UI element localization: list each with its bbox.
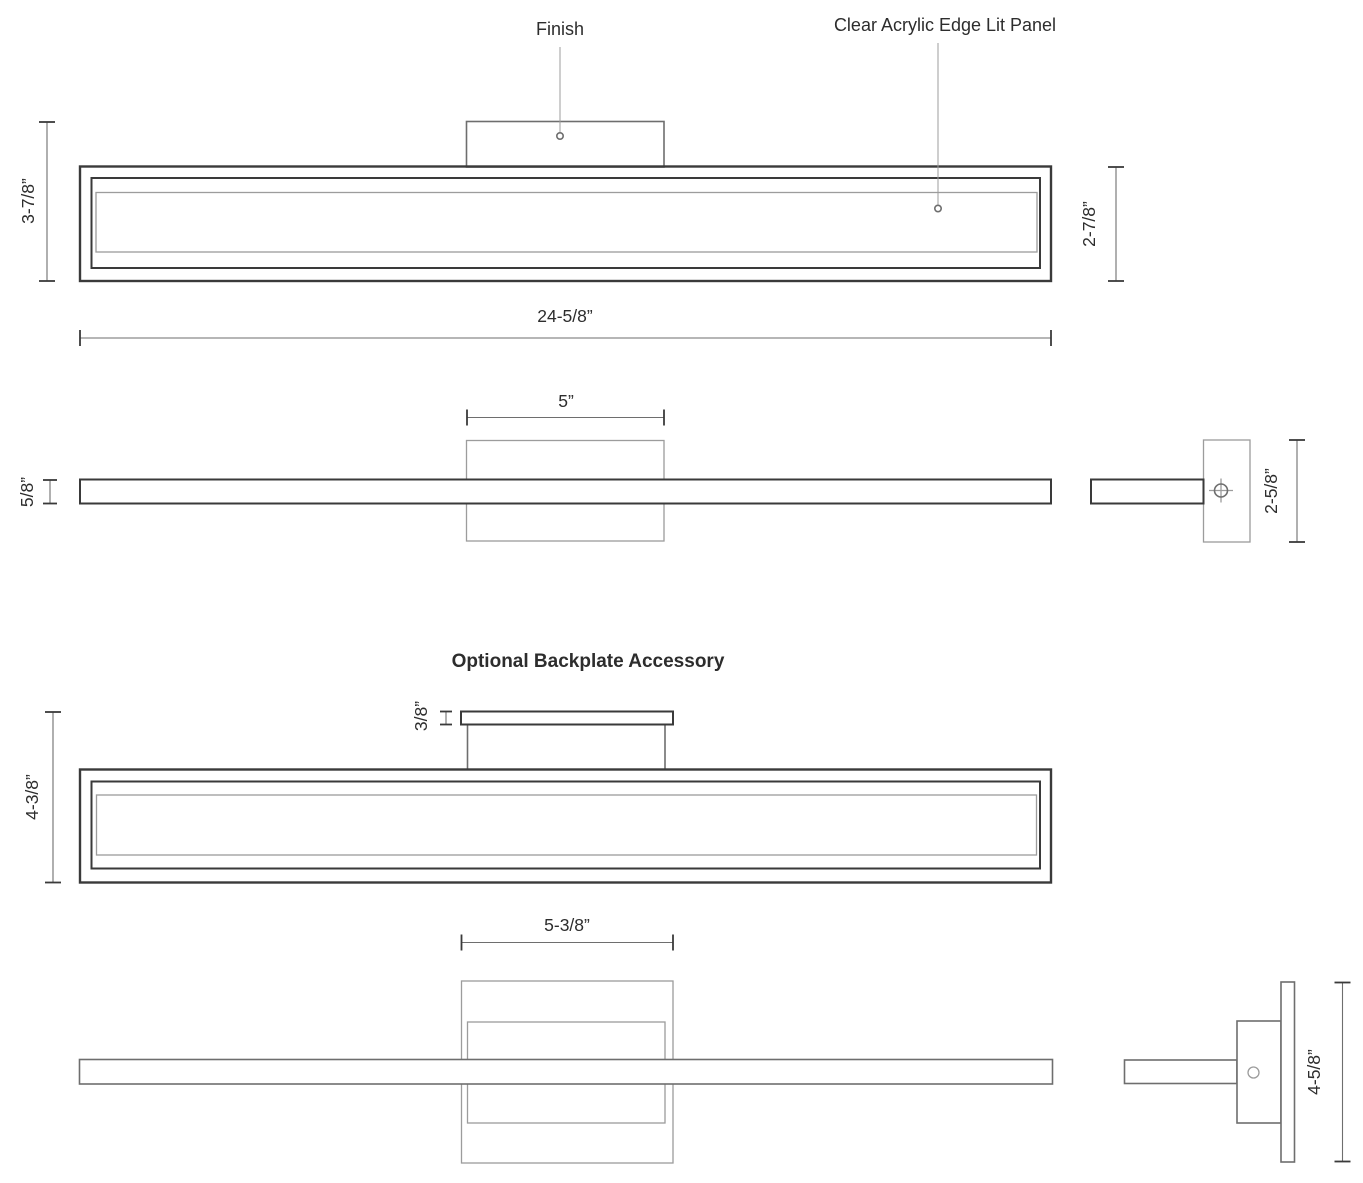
- dim-front-total-height: 3-7/8”: [18, 121, 55, 282]
- finish-label: Finish: [536, 19, 584, 39]
- dim-backplate-front-height: 4-3/8”: [22, 711, 61, 884]
- backplate-strip: [460, 710, 674, 726]
- mounting-point-crosshair-icon: [1209, 478, 1233, 503]
- dim-label-backplate-side-height: 4-5/8”: [1304, 1049, 1324, 1095]
- fixture-bar-plan: [79, 478, 1052, 505]
- dim-label-front-panel-height: 2-7/8”: [1079, 201, 1099, 247]
- dim-backplate-thickness: 3/8”: [411, 701, 452, 731]
- finish-leader-dot: [555, 132, 564, 141]
- dim-label-bar-depth: 5/8”: [17, 477, 37, 507]
- dim-label-side-canopy-height: 2-5/8”: [1261, 468, 1281, 514]
- backplate-side-view: 4-5/8”: [1123, 981, 1351, 1163]
- backplate-side-strip: [1280, 981, 1296, 1163]
- dim-backplate-side-height: 4-5/8”: [1304, 981, 1351, 1163]
- dim-label-front-total-height: 3-7/8”: [18, 178, 38, 224]
- canopy-outline: [465, 120, 665, 168]
- fixture-inner-frame: [90, 780, 1041, 870]
- fixture-bar-side: [1090, 478, 1205, 505]
- fixture-bar-side: [1123, 1059, 1238, 1085]
- dim-label-front-width: 24-5/8”: [537, 306, 593, 326]
- backplate-plan-view: 5-3/8”: [78, 915, 1054, 1164]
- backplate-front-view: 3/8” 4-3/8”: [22, 701, 1053, 884]
- section-title: Optional Backplate Accessory: [452, 651, 725, 672]
- dim-canopy-width: 5”: [466, 391, 665, 426]
- fixture-inner-frame: [90, 177, 1041, 269]
- dim-label-backplate-front-height: 4-3/8”: [22, 774, 42, 820]
- dim-bar-depth: 5/8”: [17, 477, 57, 507]
- crosshair-circle: [1213, 483, 1229, 498]
- dim-side-canopy-height: 2-5/8”: [1261, 439, 1305, 543]
- panel-leader-dot: [933, 204, 942, 213]
- front-elevation-view: Finish Clear Acrylic Edge Lit Panel: [78, 15, 1056, 283]
- dim-label-backplate-thickness: 3/8”: [411, 701, 431, 731]
- dim-label-canopy-width: 5”: [558, 391, 574, 411]
- fixture-outer-frame: [78, 768, 1053, 884]
- plan-view: 5” 5/8”: [17, 391, 1052, 542]
- fixture-bar-plan: [78, 1058, 1054, 1085]
- side-view: 2-5/8”: [1090, 439, 1305, 543]
- dim-backplate-width: 5-3/8”: [460, 915, 674, 951]
- acrylic-panel-outline: [95, 191, 1038, 253]
- dim-front-panel-height: 2-7/8”: [1079, 166, 1124, 282]
- dim-front-width: 24-5/8”: [79, 306, 1052, 346]
- panel-label: Clear Acrylic Edge Lit Panel: [834, 15, 1056, 35]
- fixture-outer-frame: [78, 165, 1053, 283]
- acrylic-panel-outline: [95, 794, 1038, 856]
- mounting-hole-circle: [1247, 1066, 1260, 1079]
- dim-label-backplate-width: 5-3/8”: [544, 915, 590, 935]
